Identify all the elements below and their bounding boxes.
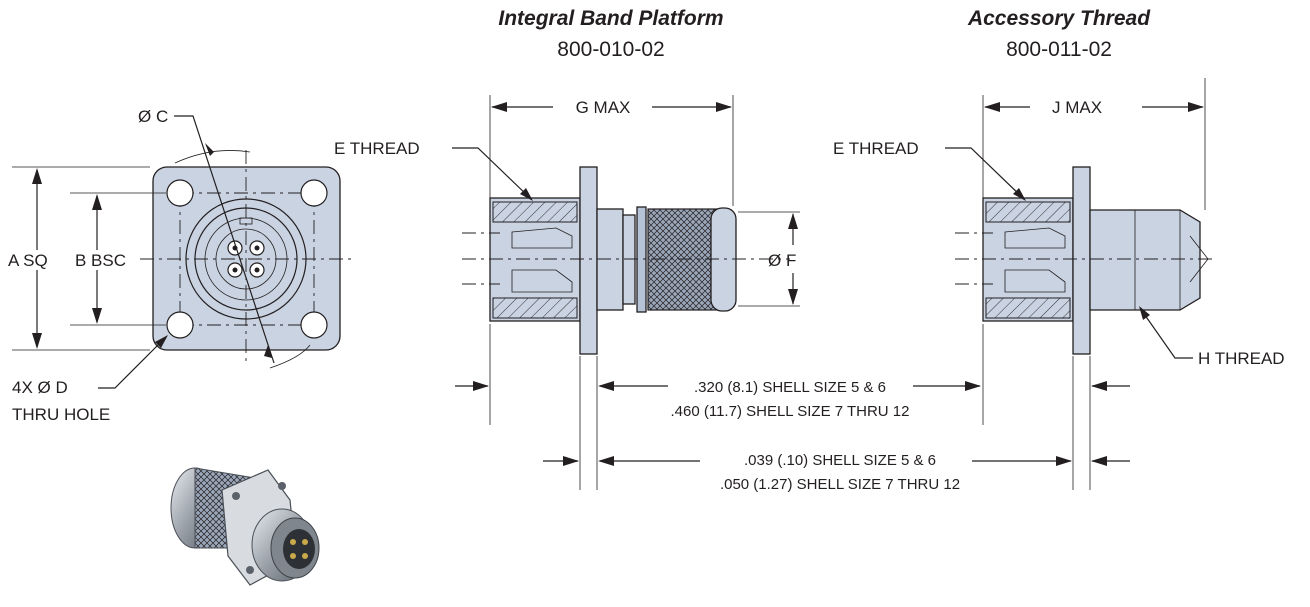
accessory-side-view: J MAX E THREAD H THREAD	[833, 78, 1285, 490]
j-max-label: J MAX	[1052, 98, 1102, 117]
mounting-hole	[300, 179, 328, 207]
connector-product-image	[170, 467, 320, 586]
e-thread-label: E THREAD	[334, 139, 420, 158]
shell-dimensions: .320 (8.1) SHELL SIZE 5 & 6 .460 (11.7) …	[455, 379, 1130, 493]
neck	[622, 214, 636, 305]
mounting-hole	[166, 311, 194, 339]
h-thread-label: H THREAD	[1198, 349, 1285, 368]
e-thread-leader-accessory	[945, 147, 1024, 199]
g-max-label: G MAX	[576, 98, 631, 117]
hole-label-line2: THRU HOLE	[12, 405, 110, 424]
a-sq-label: A SQ	[8, 251, 48, 270]
dia-c-label: Ø C	[138, 107, 168, 126]
hole-leader	[98, 337, 166, 389]
bore-circle	[185, 198, 307, 320]
ring-circle	[194, 207, 298, 311]
front-view: Ø C A SQ B BSC 4X Ø D THRU HOLE	[8, 107, 352, 424]
knurled-band	[647, 208, 719, 311]
e-thread-label-accessory: E THREAD	[833, 139, 919, 158]
note-line2: .460 (11.7) SHELL SIZE 7 THRU 12	[671, 403, 910, 420]
band-ring	[636, 206, 647, 313]
h-thread-leader	[1139, 307, 1193, 359]
integral-side-view: G MAX E THREAD Ø F	[334, 95, 800, 490]
dia-f-label: Ø F	[768, 251, 796, 270]
integral-title: Integral Band Platform	[498, 7, 723, 30]
accessory-title: Accessory Thread	[967, 7, 1151, 30]
hole-label-line1: 4X Ø D	[12, 378, 68, 397]
neck	[596, 208, 624, 311]
mounting-hole	[300, 311, 328, 339]
flange-plate	[1072, 166, 1091, 355]
insert-circle	[215, 228, 277, 290]
note-line3: .039 (.10) SHELL SIZE 5 & 6	[744, 452, 936, 469]
e-thread-leader	[452, 147, 531, 199]
thread-section	[492, 297, 578, 319]
b-bsc-label: B BSC	[75, 251, 126, 270]
flange-plate	[579, 166, 598, 355]
thread-section	[985, 201, 1071, 223]
header-accessory: Accessory Thread 800-011-02	[967, 7, 1151, 61]
accessory-part-number: 800-011-02	[1006, 38, 1112, 61]
band-end-cap	[710, 207, 737, 312]
accessory-thread-body	[1089, 209, 1201, 311]
dia-c-arc	[269, 344, 311, 369]
thread-section	[492, 201, 578, 223]
flange-square	[152, 166, 341, 351]
dia-c-leader	[174, 115, 275, 364]
note-line4: .050 (1.27) SHELL SIZE 7 THRU 12	[720, 476, 960, 493]
key-notch	[239, 217, 253, 225]
thread-section	[985, 297, 1071, 319]
note-line1: .320 (8.1) SHELL SIZE 5 & 6	[694, 379, 886, 396]
mounting-hole	[166, 179, 194, 207]
integral-part-number: 800-010-02	[557, 38, 664, 61]
header-integral: Integral Band Platform 800-010-02	[498, 7, 723, 61]
